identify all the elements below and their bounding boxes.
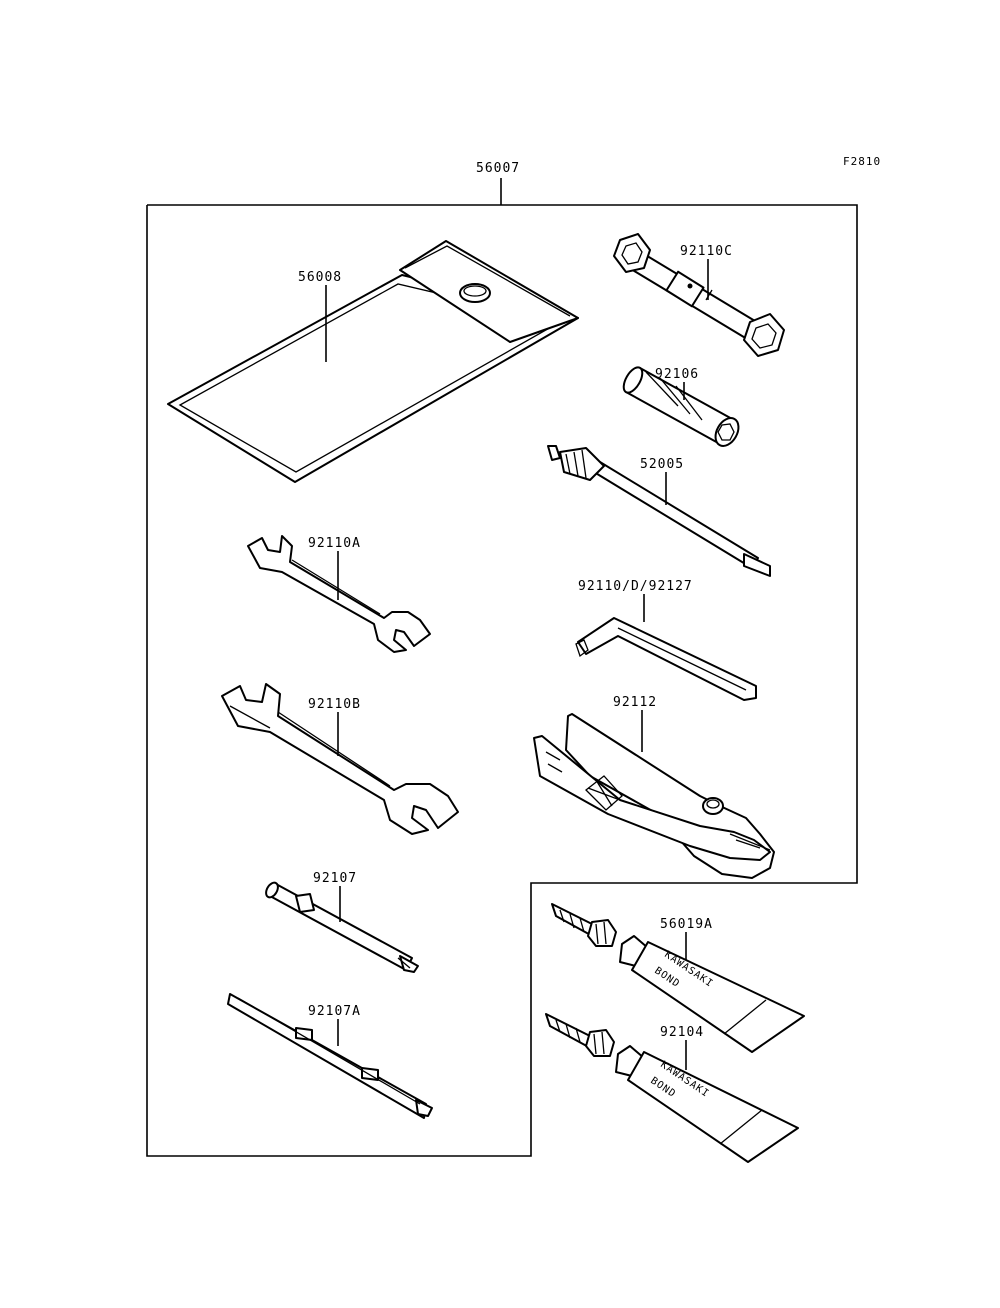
tool-52005[interactable] [547,445,771,577]
handle-92106[interactable] [620,364,743,450]
tool-pouch-56008[interactable] [167,240,579,483]
part-label-52005: 52005 [640,457,684,472]
assembly-part-number: 56007 [476,161,520,176]
part-label-92104: 92104 [660,1025,704,1040]
wrench-92110b[interactable] [221,683,459,835]
screwdriver-92107[interactable] [264,881,419,973]
part-label-92110-d-92127: 92110/D/92127 [578,579,693,594]
part-label-92110b: 92110B [308,697,361,712]
hex-key-92110d-92127[interactable] [575,617,757,701]
wrench-92110a[interactable] [247,535,431,653]
screwdriver-92107a[interactable] [227,993,433,1119]
part-label-92112: 92112 [613,695,657,710]
part-label-56019a: 56019A [660,917,713,932]
part-label-56008: 56008 [298,270,342,285]
part-label-92110a: 92110A [308,536,361,551]
part-label-92110c: 92110C [680,244,733,259]
box-wrench-92110c[interactable] [613,233,785,357]
pliers-92112[interactable] [533,713,775,879]
part-label-92107a: 92107A [308,1004,361,1019]
part-label-92107: 92107 [313,871,357,886]
assembly-boundary [146,204,858,1157]
part-label-92106: 92106 [655,367,699,382]
bond-tube-56019a[interactable]: KAWASAKI BOND [551,903,805,1053]
diagram-code: F2810 [843,155,881,168]
